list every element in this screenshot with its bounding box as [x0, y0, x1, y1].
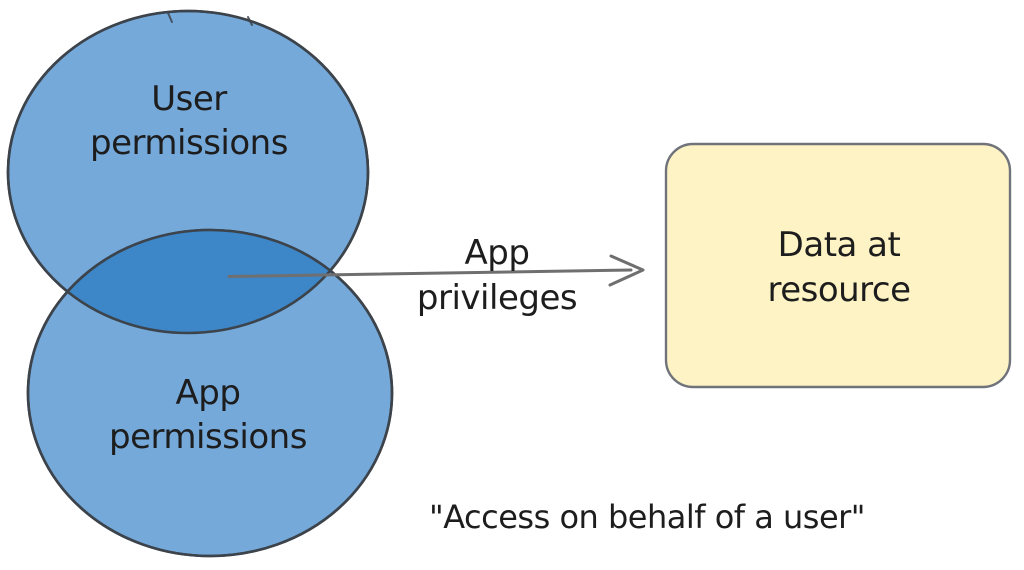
data-resource-label-line1: Data at [777, 225, 901, 265]
app-circle-outline [26, 228, 394, 558]
data-resource-label: Data at resource [767, 223, 911, 313]
user-permissions-label-line1: User [151, 79, 227, 119]
data-resource-box [664, 142, 1012, 389]
app-permissions-label-line2: permissions [109, 417, 307, 457]
arrow-label: App privileges [416, 231, 578, 321]
pen-tick-icon [167, 12, 253, 26]
app-permissions-label: App permissions [109, 371, 307, 459]
arrow-shaft [227, 268, 633, 278]
arrow-label-line1: App [464, 233, 530, 273]
data-resource-label-line2: resource [767, 270, 911, 310]
arrow-label-line2: privileges [416, 278, 578, 318]
caption-quote: "Access on behalf of a user" [429, 498, 866, 536]
arrow-head-icon [608, 254, 645, 287]
user-permissions-label: User permissions [90, 77, 288, 165]
app-permissions-label-line1: App [175, 373, 241, 413]
user-circle-outline [6, 9, 370, 335]
user-permissions-label-line2: permissions [90, 123, 288, 163]
